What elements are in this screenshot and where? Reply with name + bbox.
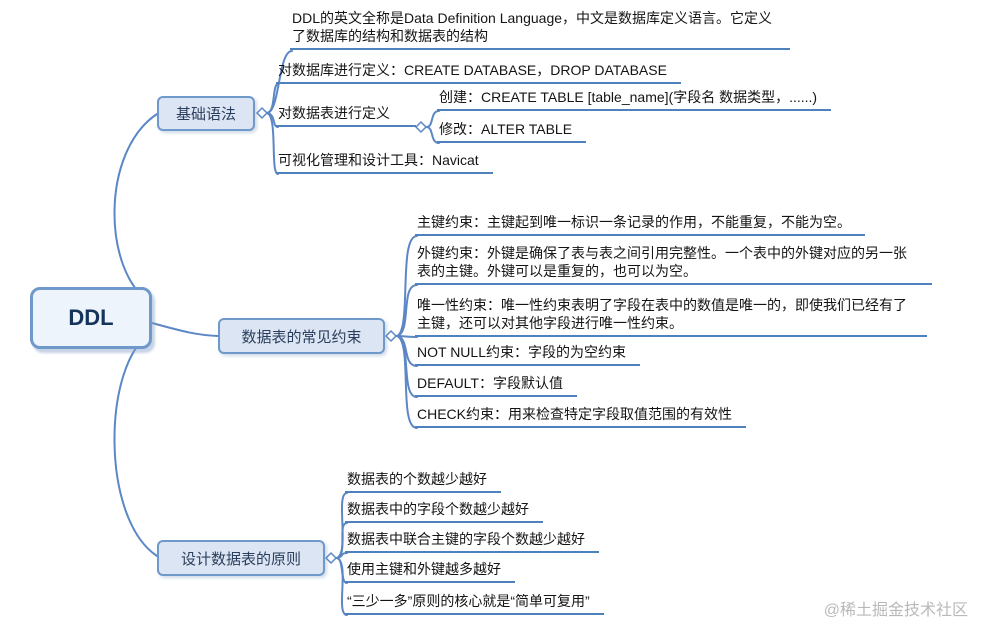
edge-root-basic (113, 113, 158, 303)
leaf-node-table-definition[interactable]: 对数据表进行定义 (276, 104, 416, 127)
edge-basic-dbdef (266, 83, 279, 114)
branch-node-basic-syntax[interactable]: 基础语法 (157, 96, 255, 131)
collapse-handle-icon[interactable] (384, 329, 398, 343)
edge-tabledef-create (426, 110, 440, 128)
leaf-node-default[interactable]: DEFAULT：字段默认值 (415, 374, 577, 397)
leaf-node-fewer-tables[interactable]: 数据表的个数越少越好 (345, 470, 501, 493)
leaf-node-ddl-intro[interactable]: DDL的英文全称是Data Definition Language，中文是数据库… (290, 9, 790, 50)
edge-root-design (113, 333, 158, 557)
branch-node-label: 设计数据表的原则 (180, 550, 301, 568)
branch-node-design-principles[interactable]: 设计数据表的原则 (157, 540, 325, 576)
leaf-node-check[interactable]: CHECK约束：用来检查特定字段取值范围的有效性 (415, 405, 747, 428)
leaf-node-not-null[interactable]: NOT NULL约束：字段的为空约束 (415, 343, 640, 366)
leaf-node-fewer-composite-key-fields[interactable]: 数据表中联合主键的字段个数越少越好 (345, 530, 599, 553)
collapse-handle-icon[interactable] (414, 120, 428, 134)
edge-design-5 (336, 557, 348, 616)
leaf-node-primary-key[interactable]: 主键约束：主键起到唯一标识一条记录的作用，不能重复，不能为空。 (415, 213, 865, 236)
edge-constraint-fk (396, 284, 418, 337)
leaf-node-database-definition[interactable]: 对数据库进行定义：CREATE DATABASE，DROP DATABASE (276, 61, 681, 84)
leaf-node-alter-table[interactable]: 修改：ALTER TABLE (437, 120, 587, 143)
root-node-label: DDL (68, 305, 114, 330)
edge-constraint-notnull (396, 335, 418, 367)
branch-node-label: 基础语法 (175, 106, 236, 123)
edge-constraint-pk (396, 235, 418, 337)
leaf-node-unique-constraint[interactable]: 唯一性约束：唯一性约束表明了字段在表中的数值是唯一的，即使我们已经有了主键，还可… (415, 296, 927, 337)
leaf-node-more-keys[interactable]: 使用主键和外键越多越好 (345, 560, 515, 583)
root-node-ddl[interactable]: DDL (30, 287, 152, 349)
collapse-handle-icon[interactable] (255, 106, 269, 120)
watermark: @稀土掘金技术社区 (823, 602, 968, 619)
leaf-node-create-table[interactable]: 创建：CREATE TABLE [table_name](字段名 数据类型，..… (437, 88, 832, 111)
branch-node-label: 数据表的常见约束 (241, 328, 362, 346)
leaf-node-visual-tools[interactable]: 可视化管理和设计工具：Navicat (276, 151, 493, 174)
branch-node-table-constraints[interactable]: 数据表的常见约束 (218, 318, 385, 354)
leaf-node-fewer-fields[interactable]: 数据表中的字段个数越少越好 (345, 500, 543, 523)
collapse-handle-icon[interactable] (324, 551, 338, 565)
edge-root-constraints (151, 322, 219, 337)
leaf-node-foreign-key[interactable]: 外键约束：外键是确保了表与表之间引用完整性。一个表中的外键对应的另一张表的主键。… (415, 244, 932, 285)
leaf-node-three-less-one-more[interactable]: “三少一多”原则的核心就是“简单可复用” (345, 592, 604, 615)
edge-constraint-check (396, 335, 418, 429)
